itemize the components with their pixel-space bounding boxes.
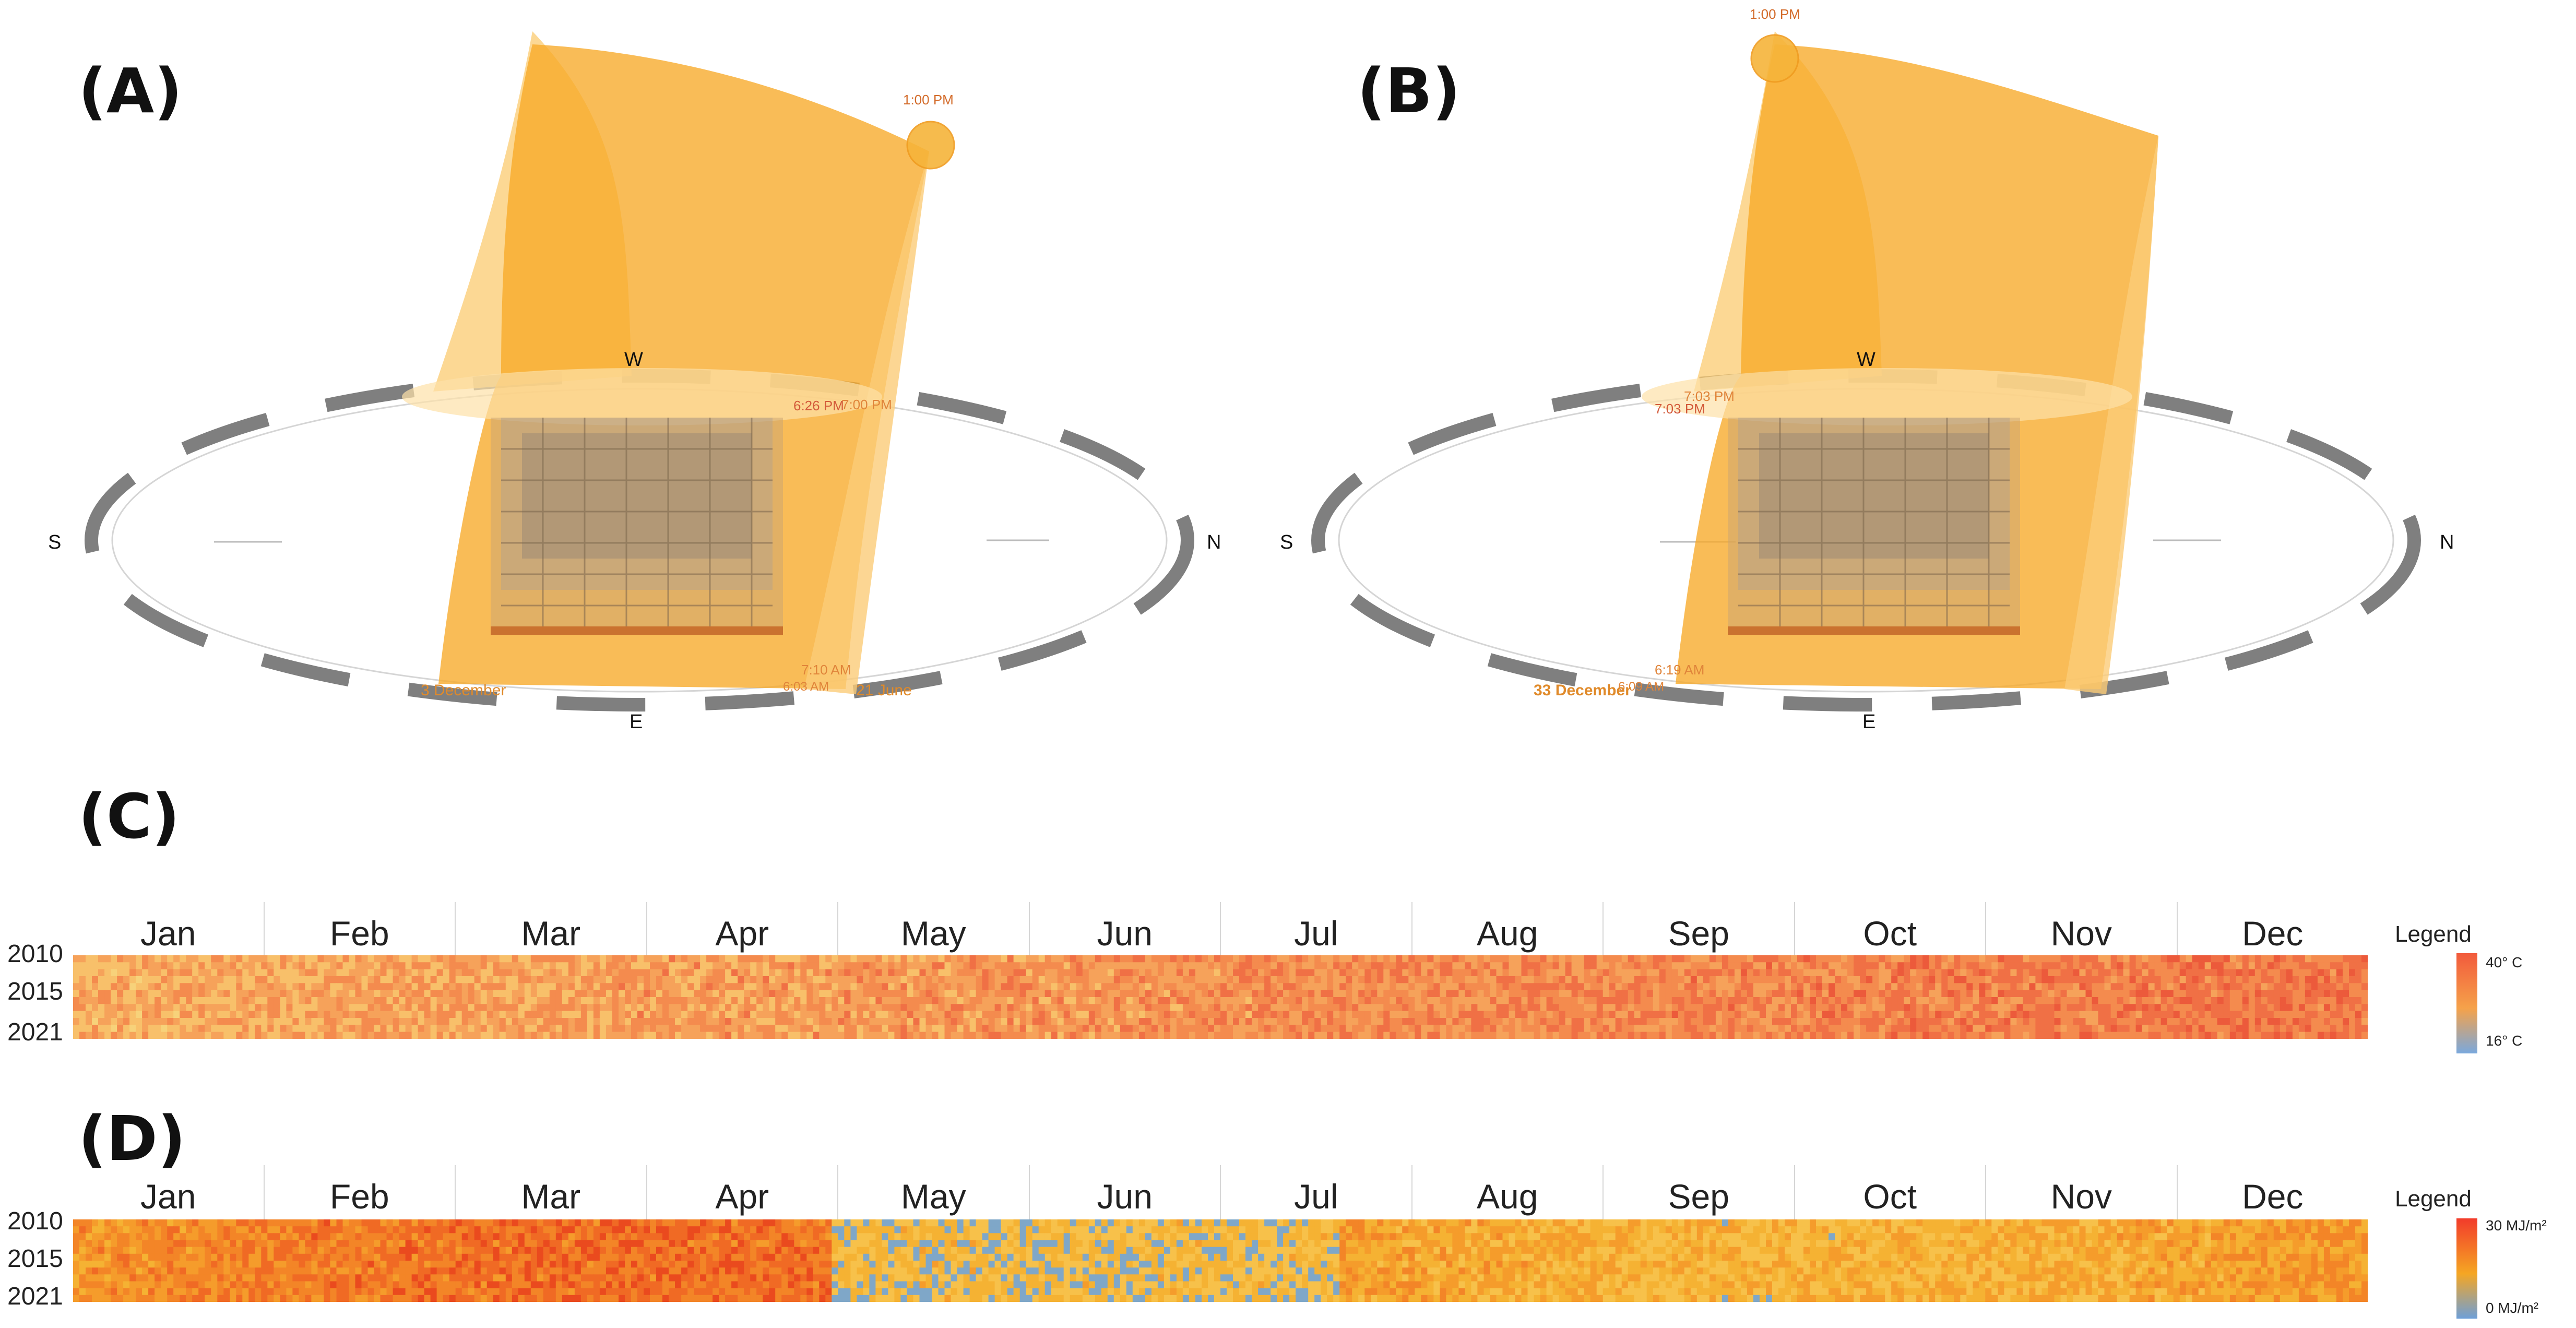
time-sunrise-2-b: 6:09 AM (1618, 680, 1665, 694)
compass-w-b: W (1857, 349, 1875, 371)
month-label-jul: Jul (1220, 902, 1411, 965)
panel-a-label: (A) (78, 55, 183, 127)
month-label-dec: Dec (2176, 1165, 2368, 1228)
panel-b-label: (B) (1357, 55, 1461, 127)
time-sunrise-b: 6:19 AM (1655, 662, 1705, 678)
compass-e-b: E (1862, 711, 1876, 733)
month-label-mar: Mar (455, 1165, 646, 1228)
compass-n-b: N (2440, 531, 2454, 553)
time-noon-a: 1:00 PM (903, 92, 954, 108)
year-label-2010-d: 2010 (7, 1207, 63, 1235)
month-label-sep: Sep (1602, 1165, 1794, 1228)
date-december-a: 3 December (421, 682, 506, 699)
month-label-may: May (837, 1165, 1029, 1228)
month-label-nov: Nov (1985, 1165, 2177, 1228)
time-noon-b: 1:00 PM (1750, 6, 1800, 22)
legend-colorbar-c (2456, 953, 2477, 1053)
month-label-aug: Aug (1411, 1165, 1603, 1228)
compass-w-a: W (624, 349, 643, 371)
month-label-nov: Nov (1985, 902, 2177, 965)
panel-c-label: (C) (78, 780, 180, 852)
compass-s-b: S (1280, 531, 1293, 553)
month-label-may: May (837, 902, 1029, 965)
legend-max-d: 30 MJ/m² (2486, 1217, 2547, 1234)
month-label-oct: Oct (1794, 902, 1986, 965)
sun-path-base-glow (1642, 368, 2132, 425)
sun-marker-b (1750, 34, 1799, 83)
month-label-jun: Jun (1028, 902, 1220, 965)
year-label-2021-d: 2021 (7, 1283, 63, 1310)
date-june-a: 21 June (856, 682, 912, 699)
legend-colorbar-d (2456, 1218, 2477, 1319)
sun-path-diagram-a (85, 31, 1194, 712)
month-label-feb: Feb (263, 902, 455, 965)
legend-max-c: 40° C (2486, 954, 2523, 970)
year-label-2010-c: 2010 (7, 940, 63, 968)
compass-n-a: N (1207, 531, 1221, 553)
month-label-apr: Apr (646, 1165, 838, 1228)
month-label-mar: Mar (455, 902, 646, 965)
sun-path-base-glow (402, 368, 882, 425)
month-label-aug: Aug (1411, 902, 1603, 965)
month-label-sep: Sep (1602, 902, 1794, 965)
time-sunset-jun-a: 7:00 PM (841, 397, 892, 412)
time-sunset-dec-a: 6:26 PM (793, 398, 844, 413)
time-sunset-pm-b: 7:03 PM (1684, 388, 1735, 404)
month-label-jan: Jan (140, 914, 196, 953)
solar-radiation-heatmap (73, 1219, 2368, 1302)
month-label-jun: Jun (1028, 1165, 1220, 1228)
sun-path-ribbon-front (2064, 136, 2158, 694)
month-label-jul: Jul (1220, 1165, 1411, 1228)
month-label-dec: Dec (2176, 902, 2368, 965)
building-model-a (491, 418, 783, 635)
date-december-b: 33 December (1534, 682, 1631, 699)
month-label-jan: Jan (140, 1177, 196, 1216)
building-model-b (1728, 418, 2020, 635)
year-label-2015-c: 2015 (7, 978, 63, 1005)
compass-e-a: E (630, 711, 643, 733)
month-label-oct: Oct (1794, 1165, 1986, 1228)
month-label-feb: Feb (263, 1165, 455, 1228)
year-label-2021-c: 2021 (7, 1018, 63, 1046)
legend-min-c: 16° C (2486, 1033, 2523, 1049)
legend-min-d: 0 MJ/m² (2486, 1300, 2539, 1316)
temperature-heatmap (73, 955, 2368, 1039)
legend-title-c: Legend (2395, 921, 2472, 947)
legend-title-d: Legend (2395, 1186, 2472, 1212)
sun-path-ribbon-front (804, 151, 929, 694)
time-sunrise-jun-a: 7:10 AM (801, 662, 851, 678)
sun-path-diagram-b (1311, 31, 2421, 712)
compass-s-a: S (48, 531, 62, 553)
time-sunrise-dec-a: 6:03 AM (783, 680, 829, 694)
year-label-2015-d: 2015 (7, 1245, 63, 1273)
sun-marker-a (906, 121, 955, 170)
month-label-apr: Apr (646, 902, 838, 965)
time-sunset-b: 7:03 PM (1655, 401, 1705, 417)
panel-d-label: (D) (78, 1102, 186, 1175)
